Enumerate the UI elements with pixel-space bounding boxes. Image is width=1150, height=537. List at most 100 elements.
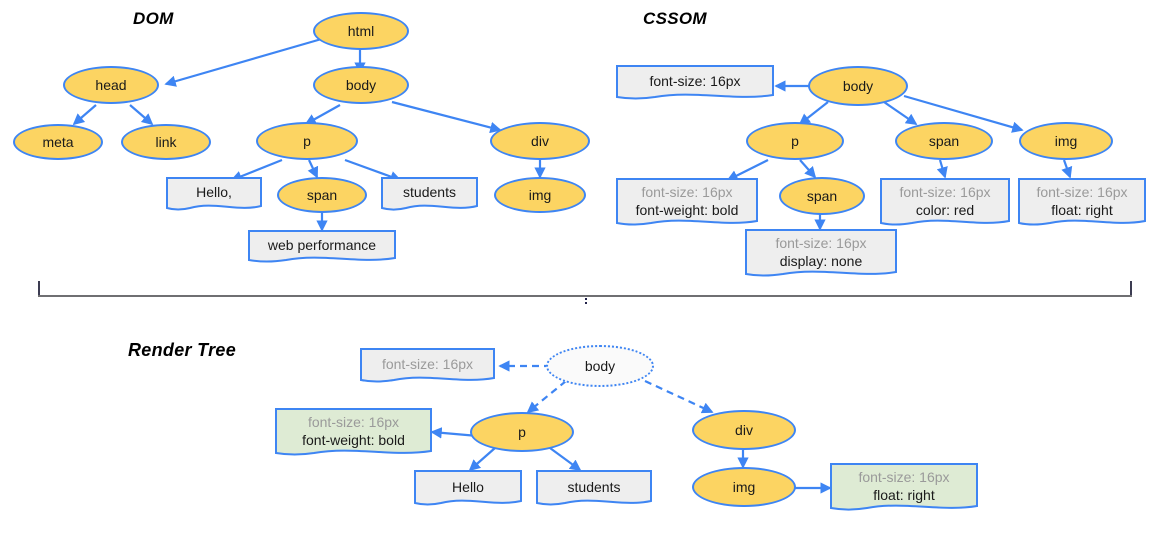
cssom-rule-p[interactable]: font-size: 16px font-weight: bold	[616, 178, 758, 230]
section-title-dom: DOM	[133, 9, 174, 28]
divider-marker-center	[585, 298, 587, 300]
cssom-rule-p-line1: font-size: 16px	[641, 183, 733, 200]
dom-node-body-label: body	[345, 77, 377, 93]
section-title-render-tree: Render Tree	[128, 340, 237, 360]
cssom-node-span[interactable]: span	[895, 122, 993, 160]
divider-marker-center-2	[585, 302, 587, 304]
dom-text-web-performance-line: web performance	[267, 236, 377, 253]
render-node-body[interactable]: body	[546, 345, 654, 387]
render-node-img-label: img	[732, 479, 756, 495]
dom-node-span-label: span	[306, 187, 338, 203]
render-text-hello-label: Hello	[414, 470, 522, 510]
doc-shape	[616, 65, 774, 100]
render-rule-p-label: font-size: 16px font-weight: bold	[275, 408, 432, 460]
dom-node-span[interactable]: span	[277, 177, 367, 213]
cssom-node-img-label: img	[1054, 133, 1078, 149]
cssom-rule-span-child-line2: display: none	[779, 252, 863, 269]
dom-text-students-line: students	[403, 184, 456, 200]
section-title-cssom: CSSOM	[643, 9, 707, 28]
dom-node-p-label: p	[303, 133, 311, 149]
cssom-rule-span-line2: color: red	[915, 201, 975, 218]
render-node-img[interactable]: img	[692, 467, 796, 507]
cssom-node-p[interactable]: p	[746, 122, 844, 160]
doc-shape	[275, 408, 432, 456]
divider-tick-right	[1130, 281, 1132, 295]
dom-node-link[interactable]: link	[121, 124, 211, 160]
dom-text-web-performance-label: web performance	[248, 230, 396, 266]
render-rule-p-line2: font-weight: bold	[302, 431, 405, 448]
render-rule-img-line2: float: right	[873, 486, 935, 503]
dom-node-p[interactable]: p	[256, 122, 358, 160]
cssom-rule-span[interactable]: font-size: 16px color: red	[880, 178, 1010, 230]
dom-node-head[interactable]: head	[63, 66, 159, 104]
cssom-rule-span-child[interactable]: font-size: 16px display: none	[745, 229, 897, 281]
render-text-students-line: students	[567, 478, 621, 495]
divider-tick-left	[38, 281, 40, 295]
cssom-rule-body[interactable]: font-size: 16px	[616, 65, 774, 103]
render-text-hello-line: Hello	[452, 478, 484, 495]
cssom-rule-span-child-line1: font-size: 16px	[775, 234, 867, 251]
render-rule-body[interactable]: font-size: 16px	[360, 348, 495, 386]
dom-text-hello[interactable]: Hello,	[166, 177, 262, 214]
dom-text-students[interactable]: students	[381, 177, 478, 214]
render-rule-body-line1: font-size: 16px	[381, 355, 474, 372]
cssom-node-span-label: span	[928, 133, 960, 149]
render-node-p-label: p	[518, 424, 526, 440]
doc-shape	[880, 178, 1010, 226]
dom-node-body[interactable]: body	[313, 66, 409, 104]
cssom-rule-img[interactable]: font-size: 16px float: right	[1018, 178, 1146, 230]
render-text-hello[interactable]: Hello	[414, 470, 522, 510]
doc-shape	[166, 177, 262, 211]
doc-shape	[616, 178, 758, 226]
render-rule-p-line1: font-size: 16px	[307, 413, 400, 430]
cssom-node-p-label: p	[791, 133, 799, 149]
render-text-students[interactable]: students	[536, 470, 652, 510]
dom-text-web-performance[interactable]: web performance	[248, 230, 396, 266]
render-rule-p[interactable]: font-size: 16px font-weight: bold	[275, 408, 432, 460]
cssom-rule-body-label: font-size: 16px	[616, 65, 774, 103]
render-rule-img[interactable]: font-size: 16px float: right	[830, 463, 978, 515]
doc-shape	[381, 177, 478, 211]
render-rule-img-line1: font-size: 16px	[858, 468, 950, 485]
doc-shape	[1018, 178, 1146, 226]
cssom-node-body[interactable]: body	[808, 66, 908, 106]
cssom-node-body-label: body	[842, 78, 874, 94]
render-text-students-label: students	[536, 470, 652, 510]
cssom-rule-img-line1: font-size: 16px	[1036, 183, 1128, 200]
dom-text-hello-label: Hello,	[166, 177, 262, 214]
cssom-rule-span-line1: font-size: 16px	[899, 183, 991, 200]
render-node-body-label: body	[584, 358, 616, 374]
dom-node-div[interactable]: div	[490, 122, 590, 160]
cssom-rule-body-line1: font-size: 16px	[649, 72, 741, 89]
dom-node-meta[interactable]: meta	[13, 124, 103, 160]
dom-node-div-label: div	[531, 133, 549, 149]
cssom-rule-img-line2: float: right	[1051, 201, 1113, 218]
dom-node-head-label: head	[95, 77, 127, 93]
render-rule-body-label: font-size: 16px	[360, 348, 495, 386]
cssom-rule-p-label: font-size: 16px font-weight: bold	[616, 178, 758, 230]
render-node-div-label: div	[735, 422, 753, 438]
dom-node-html[interactable]: html	[313, 12, 409, 50]
doc-shape	[414, 470, 522, 506]
cssom-rule-img-label: font-size: 16px float: right	[1018, 178, 1146, 230]
render-node-p[interactable]: p	[470, 412, 574, 452]
render-node-div[interactable]: div	[692, 410, 796, 450]
dom-node-link-label: link	[155, 134, 177, 150]
doc-shape	[360, 348, 495, 383]
cssom-node-img[interactable]: img	[1019, 122, 1113, 160]
dom-node-meta-label: meta	[42, 134, 74, 150]
doc-shape	[536, 470, 652, 506]
dom-text-hello-line: Hello,	[196, 184, 232, 200]
section-divider	[38, 295, 1132, 297]
cssom-node-span-child-label: span	[806, 188, 838, 204]
cssom-rule-span-child-label: font-size: 16px display: none	[745, 229, 897, 281]
cssom-rule-p-line2: font-weight: bold	[635, 201, 739, 218]
cssom-rule-span-label: font-size: 16px color: red	[880, 178, 1010, 230]
doc-shape	[248, 230, 396, 263]
dom-node-img-label: img	[528, 187, 552, 203]
cssom-node-span-child[interactable]: span	[779, 177, 865, 215]
dom-node-img[interactable]: img	[494, 177, 586, 213]
render-rule-img-label: font-size: 16px float: right	[830, 463, 978, 515]
dom-node-html-label: html	[347, 23, 375, 39]
